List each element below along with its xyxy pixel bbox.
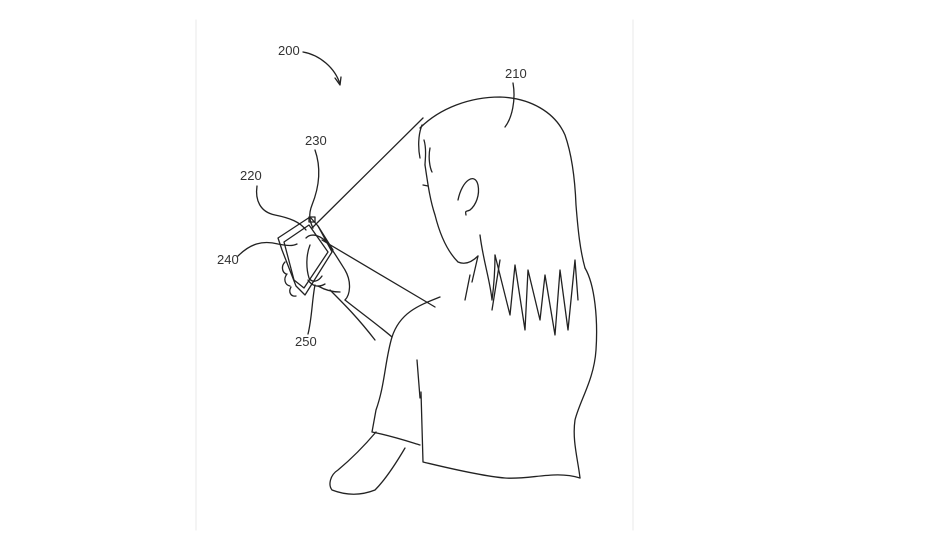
sight-line-upper	[311, 117, 424, 229]
leader-220	[255, 185, 307, 231]
label-230: 230	[305, 133, 327, 148]
arrow-200	[302, 51, 341, 85]
label-240: 240	[217, 252, 239, 267]
label-220: 220	[240, 168, 262, 183]
sight-line-lower	[321, 239, 436, 308]
leader-240	[237, 241, 298, 257]
leader-250	[307, 284, 316, 335]
person-head-hair	[418, 96, 586, 336]
leader-230	[309, 149, 320, 229]
label-250: 250	[295, 334, 317, 349]
phone-device	[277, 216, 334, 296]
arrowhead-200	[334, 76, 342, 86]
camera-icon	[308, 216, 316, 223]
leader-210	[504, 82, 515, 128]
person-body	[329, 267, 598, 495]
hand	[281, 234, 393, 341]
label-210: 210	[505, 66, 527, 81]
label-200: 200	[278, 43, 300, 58]
